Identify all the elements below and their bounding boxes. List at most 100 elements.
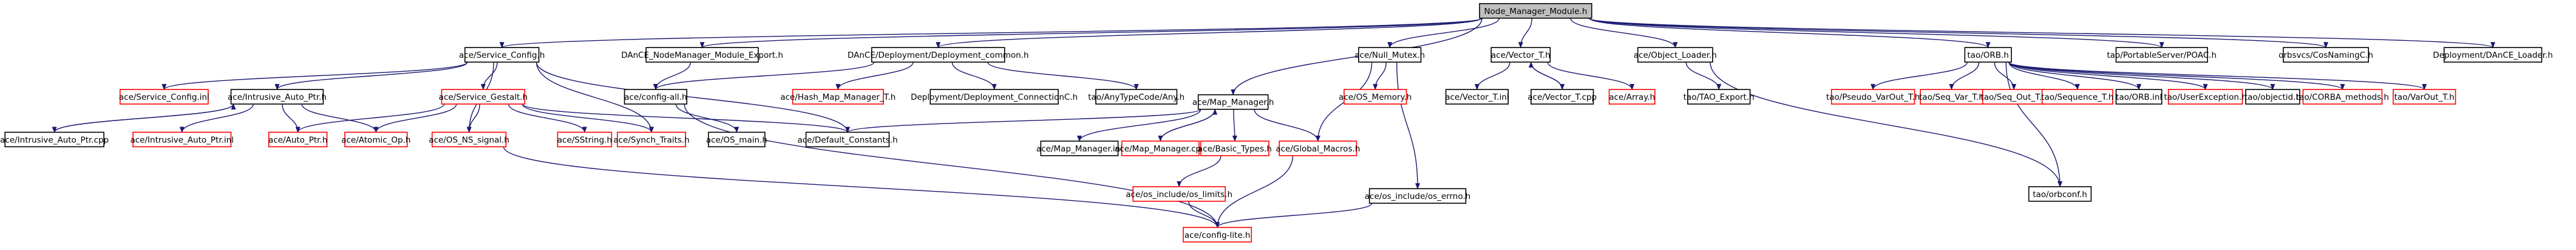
node-tao-export[interactable]: tao/TAO_Export.h	[1684, 89, 1755, 105]
node-box	[2115, 89, 2163, 105]
edge-svc-gestalt-to-auto-ptr	[295, 103, 445, 133]
node-os-limits[interactable]: ace/os_include/os_limits.h	[1126, 186, 1232, 202]
edge-root-to-dance-nm-export	[700, 18, 1483, 49]
edge-svc-gestalt-to-synch-traits	[522, 103, 654, 133]
node-box	[708, 131, 766, 148]
node-objectid[interactable]: tao/objectid.h	[2245, 89, 2301, 105]
node-label: ace/os_include/os_limits.h	[1126, 190, 1232, 200]
node-box	[1687, 89, 1751, 105]
node-seq-var[interactable]: tao/Seq_Var_T.h	[1919, 89, 1984, 105]
node-label: ace/OS_main.h	[706, 135, 767, 145]
edge-root-to-map-manager	[1231, 18, 1483, 95]
node-default-constants[interactable]: ace/Default_Constants.h	[797, 131, 898, 148]
node-array[interactable]: ace/Array.h	[1608, 89, 1656, 105]
node-atomic-op[interactable]: ace/Atomic_Op.h	[341, 131, 410, 148]
node-vector-t-inl[interactable]: ace/Vector_T.inl	[1445, 89, 1509, 105]
edge-orb-to-seq-out	[1994, 62, 2017, 91]
node-label: ace/Service_Config.inl	[119, 92, 209, 102]
node-svc-gestalt[interactable]: ace/Service_Gestalt.h	[439, 89, 528, 105]
node-dance-loader[interactable]: Deployment/DAnCE_Loader.h	[2433, 47, 2553, 63]
node-null-mutex[interactable]: ace/Null_Mutex.h	[1354, 47, 1425, 63]
node-cosnaming[interactable]: orbsvcs/CosNamingC.h	[2279, 47, 2373, 63]
node-auto-ptr[interactable]: ace/Auto_Ptr.h	[268, 131, 328, 148]
node-label: orbsvcs/CosNamingC.h	[2279, 50, 2373, 60]
node-label: ace/Map_Manager.cpp	[1115, 144, 1206, 154]
node-config-all[interactable]: ace/config-all.h	[624, 89, 688, 105]
node-intrusive-inl[interactable]: ace/Intrusive_Auto_Ptr.inl	[130, 131, 234, 148]
node-os-main[interactable]: ace/OS_main.h	[706, 131, 767, 148]
node-box	[557, 131, 613, 148]
node-label: ace/config-all.h	[624, 92, 687, 102]
node-label: tao/orbconf.h	[2033, 190, 2087, 200]
node-intrusive-auto-ptr[interactable]: ace/Intrusive_Auto_Ptr.h	[228, 89, 327, 105]
node-label: ace/Service_Config.h	[459, 50, 545, 60]
node-map-manager-inl[interactable]: ace/Map_Manager.inl	[1036, 141, 1123, 156]
node-global-macros[interactable]: ace/Global_Macros.h	[1276, 141, 1360, 156]
node-hash-map-mgr[interactable]: ace/Hash_Map_Manager_T.h	[780, 89, 895, 105]
node-label: tao/ORB.inl	[2116, 92, 2162, 102]
node-label: tao/Pseudo_VarOut_T.h	[1826, 92, 1920, 102]
node-orbconf[interactable]: tao/orbconf.h	[2028, 186, 2092, 202]
node-box	[2167, 89, 2243, 105]
node-orb[interactable]: tao/ORB.h	[1964, 47, 2012, 63]
node-box	[1358, 47, 1422, 63]
node-box	[2393, 89, 2456, 105]
edge-null-mutex-to-os-errno	[1396, 62, 1421, 190]
node-dance-dep-common[interactable]: DAnCE/Deployment/Deployment_common.h	[848, 47, 1029, 63]
node-sstring[interactable]: ace/SString.h	[557, 131, 613, 148]
node-config-lite[interactable]: ace/config-lite.h	[1183, 227, 1252, 243]
node-os-memory[interactable]: ace/OS_Memory.h	[1339, 89, 1412, 105]
node-label: tao/PortableServer/POAC.h	[2107, 50, 2217, 60]
node-dance-nm-export[interactable]: DAnCE_NodeManager_Module_Export.h	[621, 47, 783, 63]
node-seq-out[interactable]: tao/Seq_Out_T.h	[1980, 89, 2047, 105]
node-svc-config-inl[interactable]: ace/Service_Config.inl	[119, 89, 209, 105]
node-corba-methods[interactable]: tao/CORBA_methods.h	[2296, 89, 2389, 105]
node-label: ace/Map_Manager.h	[1192, 98, 1274, 108]
node-sequence-t[interactable]: tao/Sequence_T.h	[2041, 89, 2113, 105]
node-user-exception[interactable]: tao/UserException.h	[2164, 89, 2247, 105]
node-label: ace/Map_Manager.inl	[1036, 144, 1123, 154]
node-label: ace/Auto_Ptr.h	[268, 135, 327, 145]
node-vector-t[interactable]: ace/Vector_T.h	[1490, 47, 1551, 63]
edge-intrusive-auto-ptr-to-atomic-op	[301, 103, 379, 133]
node-label: ace/Vector_T.inl	[1445, 92, 1509, 102]
node-poac[interactable]: tao/PortableServer/POAC.h	[2107, 47, 2217, 63]
edge-dance-dep-common-to-config-all	[653, 61, 875, 91]
node-anytypecode[interactable]: tao/AnyTypeCode/Any.h	[1088, 89, 1184, 105]
node-label: tao/Seq_Var_T.h	[1919, 92, 1984, 102]
node-vector-t-cpp[interactable]: ace/Vector_T.cpp	[1528, 89, 1597, 105]
node-dep-connC[interactable]: Deployment/Deployment_ConnectionC.h	[911, 89, 1078, 105]
node-map-manager-cpp[interactable]: ace/Map_Manager.cpp	[1115, 141, 1206, 156]
node-label: ace/Vector_T.h	[1491, 50, 1551, 60]
node-box	[441, 89, 526, 105]
edge-map-manager-to-global-macros	[1254, 109, 1320, 142]
node-label: Deployment/DAnCE_Loader.h	[2433, 50, 2553, 60]
node-box	[1132, 186, 1226, 202]
node-os-ns-signal[interactable]: ace/OS_NS_signal.h	[429, 131, 509, 148]
node-varout-t[interactable]: tao/VarOut_T.h	[2393, 89, 2456, 105]
node-orb-inl[interactable]: tao/ORB.inl	[2115, 89, 2163, 105]
edge-orb-to-pseudo-var-out	[1871, 61, 1968, 91]
node-box	[929, 89, 1059, 105]
node-root[interactable]: Node_Manager_Module.h	[1479, 3, 1592, 19]
node-box	[1830, 89, 1915, 105]
node-label: ace/OS_Memory.h	[1339, 92, 1412, 102]
node-label: ace/Global_Macros.h	[1276, 144, 1360, 154]
edge-svc-config-to-synch-traits	[535, 62, 654, 133]
node-box	[344, 131, 408, 148]
edge-root-to-obj-loader	[1570, 18, 1678, 49]
node-obj-loader[interactable]: ace/Object_Loader.h	[1634, 47, 1717, 63]
edge-vector-t-to-array	[1547, 61, 1635, 91]
edge-root-to-poac	[1589, 18, 2164, 49]
edge-map-manager-cpp-to-map-manager	[1160, 108, 1218, 142]
node-intrusive-cpp[interactable]: ace/Intrusive_Auto_Ptr.cpp	[0, 131, 109, 148]
node-map-manager[interactable]: ace/Map_Manager.h	[1192, 94, 1274, 110]
node-pseudo-var-out[interactable]: tao/Pseudo_VarOut_T.h	[1826, 89, 1920, 105]
edge-obj-loader-to-orbconf	[1710, 62, 2062, 187]
node-synch-traits[interactable]: ace/Synch_Traits.h	[613, 131, 690, 148]
node-basic-types[interactable]: ace/Basic_Types.h	[1198, 141, 1272, 156]
node-label: tao/Seq_Out_T.h	[1980, 92, 2047, 102]
edge-root-to-svc-config	[500, 18, 1483, 49]
node-os-errno[interactable]: ace/os_include/os_errno.h	[1365, 188, 1470, 204]
node-svc-config[interactable]: ace/Service_Config.h	[459, 47, 545, 63]
